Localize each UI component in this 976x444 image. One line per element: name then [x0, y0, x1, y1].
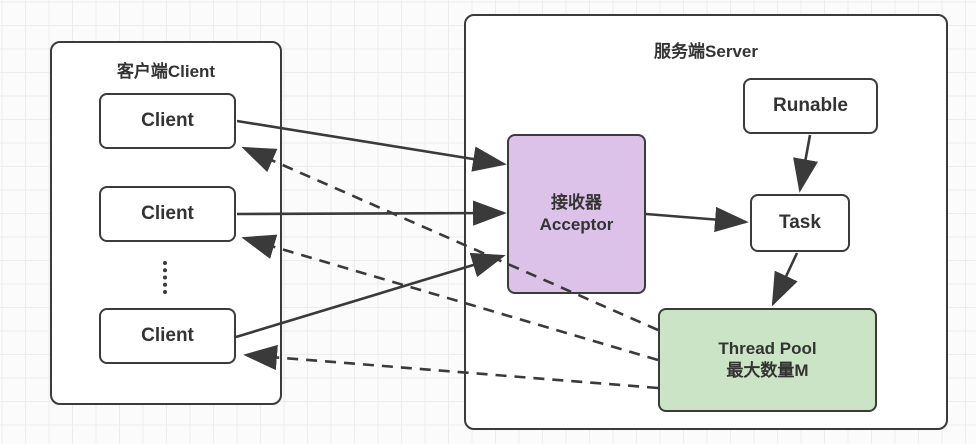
runable-node: Runable — [743, 78, 878, 134]
client-node-2-label: Client — [141, 202, 194, 224]
client-node-2: Client — [99, 186, 236, 242]
thread-pool-label-zh: 最大数量M — [726, 361, 809, 380]
client-node-3-label: Client — [141, 324, 194, 346]
client-node-1: Client — [99, 93, 236, 149]
task-node: Task — [750, 194, 850, 252]
client-node-1-label: Client — [141, 109, 194, 131]
thread-pool-label-en: Thread Pool — [718, 338, 817, 358]
acceptor-node: 接收器 Acceptor — [507, 134, 646, 294]
clients-ellipsis-separator — [163, 261, 167, 294]
client-group-label: 客户端Client — [116, 62, 216, 81]
acceptor-label-en: Acceptor — [539, 215, 614, 234]
task-label: Task — [779, 211, 821, 233]
server-group-label: 服务端Server — [654, 42, 758, 61]
acceptor-label-zh: 接收器 — [551, 192, 602, 212]
runable-label: Runable — [773, 94, 848, 116]
client-node-3: Client — [99, 308, 236, 364]
thread-pool-node: Thread Pool 最大数量M — [658, 308, 877, 412]
